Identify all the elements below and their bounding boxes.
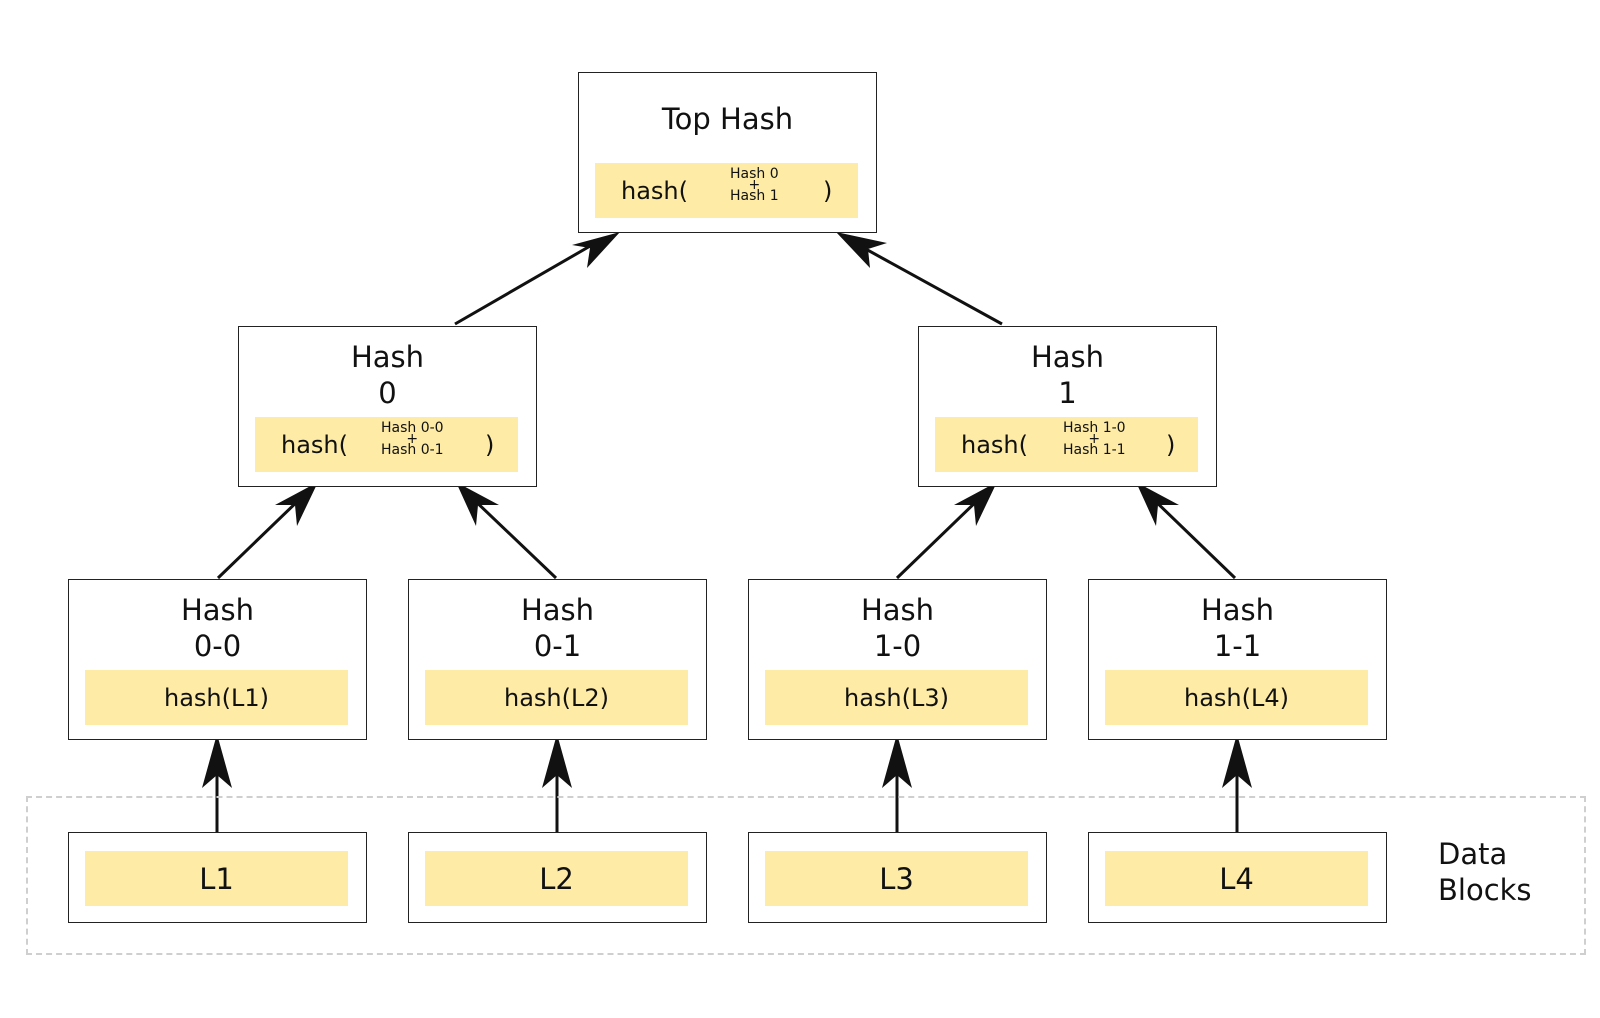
hash-fn-open: hash( bbox=[281, 430, 348, 459]
hash-fn-close: ) bbox=[1166, 430, 1176, 459]
plus-sign: + bbox=[406, 431, 419, 447]
input-a: Hash 0 bbox=[730, 166, 779, 182]
plus-sign: + bbox=[748, 177, 761, 193]
edge-hash11-to-hash1 bbox=[1148, 494, 1237, 580]
data-block-l1: L1 bbox=[68, 832, 367, 923]
data-block-fill: L4 bbox=[1105, 851, 1368, 906]
hash-0-formula: hash( Hash 0-0 + Hash 0-1 ) bbox=[255, 417, 518, 472]
arrowhead-l1-to-hash00 bbox=[202, 734, 232, 788]
data-blocks-label: Data Blocks bbox=[1438, 836, 1532, 908]
leaf-hash-fn: hash(L4) bbox=[1184, 683, 1289, 712]
arrowhead-hash1-to-top bbox=[836, 232, 887, 268]
edge-hash01-to-hash0 bbox=[468, 494, 558, 580]
leaf-formula: hash(L4) bbox=[1105, 670, 1368, 725]
leaf-title-line2: 0-0 bbox=[193, 629, 242, 663]
hash-1-title-line2: 1 bbox=[1058, 376, 1077, 410]
hash-1-1-node: Hash 1-1 hash(L4) bbox=[1088, 579, 1387, 740]
leaf-title-line1: Hash bbox=[1200, 593, 1275, 627]
arrowhead-hash10-to-hash1 bbox=[954, 482, 997, 526]
arrowhead-hash0-to-top bbox=[572, 232, 620, 268]
top-hash-title: Top Hash bbox=[661, 102, 794, 136]
hash-1-title-line1: Hash bbox=[1030, 340, 1105, 374]
data-block-l2: L2 bbox=[408, 832, 707, 923]
edge-hash1-to-top bbox=[852, 240, 1003, 326]
data-block-l3: L3 bbox=[748, 832, 1047, 923]
plus-sign: + bbox=[1088, 431, 1101, 447]
data-block-label: L1 bbox=[199, 861, 234, 896]
hash-0-title-line1: Hash bbox=[350, 340, 425, 374]
leaf-title-line2: 0-1 bbox=[533, 629, 582, 663]
arrowhead-l4-to-hash11 bbox=[1222, 734, 1252, 788]
hash-1-formula: hash( Hash 1-0 + Hash 1-1 ) bbox=[935, 417, 1198, 472]
hash-fn-close: ) bbox=[485, 430, 495, 459]
data-block-label: L2 bbox=[539, 861, 574, 896]
hash-1-0-node: Hash 1-0 hash(L3) bbox=[748, 579, 1047, 740]
data-block-l4: L4 bbox=[1088, 832, 1387, 923]
input-b: Hash 0-1 bbox=[381, 442, 444, 458]
leaf-hash-fn: hash(L1) bbox=[164, 683, 269, 712]
input-a: Hash 0-0 bbox=[381, 420, 444, 436]
hash-inputs-stack: Hash 0-0 + Hash 0-1 bbox=[381, 420, 444, 458]
hash-0-node: Hash 0 hash( Hash 0-0 + Hash 0-1 ) bbox=[238, 326, 537, 487]
data-blocks-region bbox=[26, 796, 1586, 955]
leaf-formula: hash(L3) bbox=[765, 670, 1028, 725]
hash-inputs-stack: Hash 1-0 + Hash 1-1 bbox=[1063, 420, 1126, 458]
leaf-formula: hash(L2) bbox=[425, 670, 688, 725]
leaf-title-line1: Hash bbox=[860, 593, 935, 627]
edge-hash00-to-hash0 bbox=[216, 494, 305, 580]
arrowhead-l2-to-hash01 bbox=[542, 734, 572, 788]
data-blocks-label-line2: Blocks bbox=[1438, 873, 1532, 907]
leaf-hash-fn: hash(L2) bbox=[504, 683, 609, 712]
leaf-formula: hash(L1) bbox=[85, 670, 348, 725]
leaf-title-line2: 1-1 bbox=[1213, 629, 1262, 663]
data-block-fill: L1 bbox=[85, 851, 348, 906]
data-block-fill: L3 bbox=[765, 851, 1028, 906]
hash-fn-open: hash( bbox=[621, 176, 688, 205]
hash-0-1-node: Hash 0-1 hash(L2) bbox=[408, 579, 707, 740]
hash-fn-close: ) bbox=[823, 176, 833, 205]
leaf-title-line2: 1-0 bbox=[873, 629, 922, 663]
hash-0-0-node: Hash 0-0 hash(L1) bbox=[68, 579, 367, 740]
data-blocks-label-line1: Data bbox=[1438, 837, 1508, 871]
leaf-title-line1: Hash bbox=[520, 593, 595, 627]
top-hash-node: Top Hash hash( Hash 0 + Hash 1 ) bbox=[578, 72, 877, 233]
arrowhead-hash01-to-hash0 bbox=[456, 482, 499, 526]
hash-inputs-stack: Hash 0 + Hash 1 bbox=[730, 166, 779, 204]
hash-1-node: Hash 1 hash( Hash 1-0 + Hash 1-1 ) bbox=[918, 326, 1217, 487]
arrowhead-hash11-to-hash1 bbox=[1136, 482, 1179, 526]
data-block-fill: L2 bbox=[425, 851, 688, 906]
input-b: Hash 1-1 bbox=[1063, 442, 1126, 458]
leaf-title-line1: Hash bbox=[180, 593, 255, 627]
arrowhead-l3-to-hash10 bbox=[882, 734, 912, 788]
data-block-label: L3 bbox=[879, 861, 914, 896]
data-block-label: L4 bbox=[1219, 861, 1254, 896]
input-b: Hash 1 bbox=[730, 188, 779, 204]
hash-fn-open: hash( bbox=[961, 430, 1028, 459]
arrowhead-hash00-to-hash0 bbox=[275, 482, 318, 526]
edge-hash10-to-hash1 bbox=[895, 494, 984, 580]
input-a: Hash 1-0 bbox=[1063, 420, 1126, 436]
top-hash-formula: hash( Hash 0 + Hash 1 ) bbox=[595, 163, 858, 218]
hash-0-title-line2: 0 bbox=[378, 376, 397, 410]
edge-hash0-to-top bbox=[454, 236, 605, 326]
leaf-hash-fn: hash(L3) bbox=[844, 683, 949, 712]
